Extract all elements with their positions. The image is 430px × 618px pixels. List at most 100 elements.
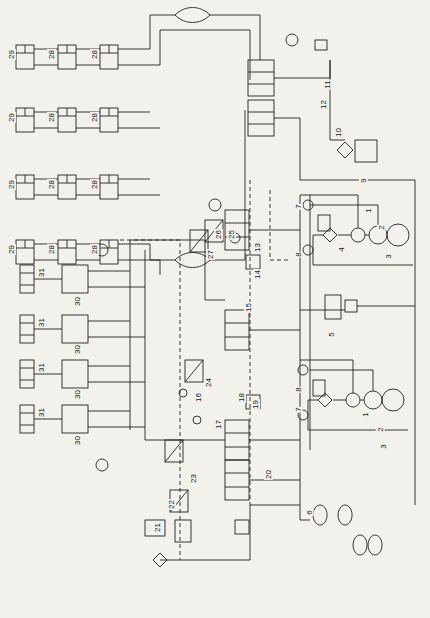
pipe: [308, 400, 408, 430]
pressure-gauge: [303, 200, 313, 210]
callout-number: 31: [37, 407, 46, 418]
cylinder-rod: [58, 108, 76, 116]
hydraulic-cylinder: [100, 175, 118, 199]
relief-valve: [315, 40, 327, 50]
callout-number: 16: [194, 392, 203, 403]
pipe: [249, 480, 300, 481]
callout-number: 30: [73, 296, 82, 307]
callout-number: 29: [7, 112, 16, 123]
callout-number: 28: [47, 112, 56, 123]
pipe: [34, 65, 160, 66]
callout-number: 2: [377, 224, 386, 230]
callout-number: 1: [364, 207, 373, 213]
throttle-arrow: [205, 220, 223, 242]
pipe: [313, 235, 413, 265]
callout-number: 10: [334, 127, 343, 138]
accumulator: [338, 505, 352, 525]
shaft: [333, 400, 364, 401]
pipe: [34, 260, 160, 261]
callout-number: 31: [37, 267, 46, 278]
callout-number: 31: [37, 317, 46, 328]
callout-number: 30: [73, 344, 82, 355]
callout-number: 3: [384, 253, 393, 259]
callout-number: 24: [204, 377, 213, 388]
callout-number: 23: [189, 473, 198, 484]
cylinder-rod: [100, 175, 118, 183]
electric-motor: [387, 224, 409, 246]
valve-divider: [20, 413, 34, 425]
callout-number: 28: [90, 49, 99, 60]
pressure-gauge: [303, 245, 313, 255]
cylinder-rod: [58, 175, 76, 183]
hydraulic-cylinder: [58, 175, 76, 199]
pressure-gauge: [286, 34, 298, 46]
callout-number: 2: [376, 426, 385, 432]
callout-number: 7: [294, 203, 303, 209]
cooler: [355, 140, 377, 162]
directional-valve: [225, 460, 249, 500]
pressure-gauge: [96, 459, 108, 471]
callout-number: 19: [251, 399, 260, 410]
pipe: [300, 195, 310, 460]
callout-number: 28: [47, 244, 56, 255]
valve-divider: [248, 112, 274, 124]
callout-number: 5: [327, 331, 336, 337]
hydraulic-cylinder: [16, 45, 34, 69]
hydraulic-cylinder: [16, 175, 34, 199]
shaft: [338, 235, 369, 236]
pipe: [300, 306, 415, 310]
callout-number: 22: [167, 499, 176, 510]
relief-valve: [175, 520, 191, 542]
callout-number: 7: [294, 406, 303, 412]
valve-divider: [225, 473, 249, 487]
pipe: [330, 60, 345, 140]
throttle-arrow: [185, 360, 203, 382]
hydraulic-cylinder: [100, 108, 118, 132]
valve-divider: [20, 323, 34, 335]
throttle-valve: [165, 440, 183, 462]
relief-valve: [325, 295, 341, 319]
callout-number: 17: [214, 419, 223, 430]
directional-valve: [248, 100, 274, 136]
pipe: [300, 195, 378, 228]
lock-cylinder: [20, 315, 34, 343]
callout-number: 6: [305, 509, 314, 515]
hydraulic-cylinder: [16, 240, 34, 264]
callout-number: 30: [73, 389, 82, 400]
hydraulic-cylinder: [100, 45, 118, 69]
pressure-gauge: [209, 199, 221, 211]
filter: [153, 553, 167, 567]
callout-number: 8: [294, 386, 303, 392]
cooler: [235, 520, 249, 534]
hydraulic-cylinder: [58, 108, 76, 132]
callout-number: 31: [37, 362, 46, 373]
filter: [337, 142, 353, 158]
relief-valve: [313, 380, 325, 396]
hydraulic-cylinder: [58, 240, 76, 264]
check-valve: [193, 416, 201, 424]
callout-number: 18: [237, 392, 246, 403]
callout-number: 1: [361, 411, 370, 417]
pipe: [34, 411, 145, 427]
callout-number: 28: [90, 179, 99, 190]
hydraulic-cylinder: [62, 265, 88, 293]
callout-number: 4: [337, 246, 346, 252]
cylinder-rod: [16, 108, 34, 116]
lock-cylinder: [20, 265, 34, 293]
callout-number: 28: [47, 49, 56, 60]
pipe: [34, 271, 145, 287]
cylinder-rod: [58, 45, 76, 53]
pump: [364, 391, 382, 409]
cylinder-rod: [58, 240, 76, 248]
valve-divider: [248, 72, 274, 84]
callout-number: 15: [244, 302, 253, 313]
cylinder-rod: [100, 45, 118, 53]
callout-number: 9: [359, 177, 368, 183]
callout-number: 13: [253, 242, 262, 253]
hydraulic-cylinder: [62, 405, 88, 433]
callout-number: 8: [294, 251, 303, 257]
pipe: [160, 505, 250, 560]
pipe: [150, 15, 175, 65]
callout-number: 28: [90, 112, 99, 123]
